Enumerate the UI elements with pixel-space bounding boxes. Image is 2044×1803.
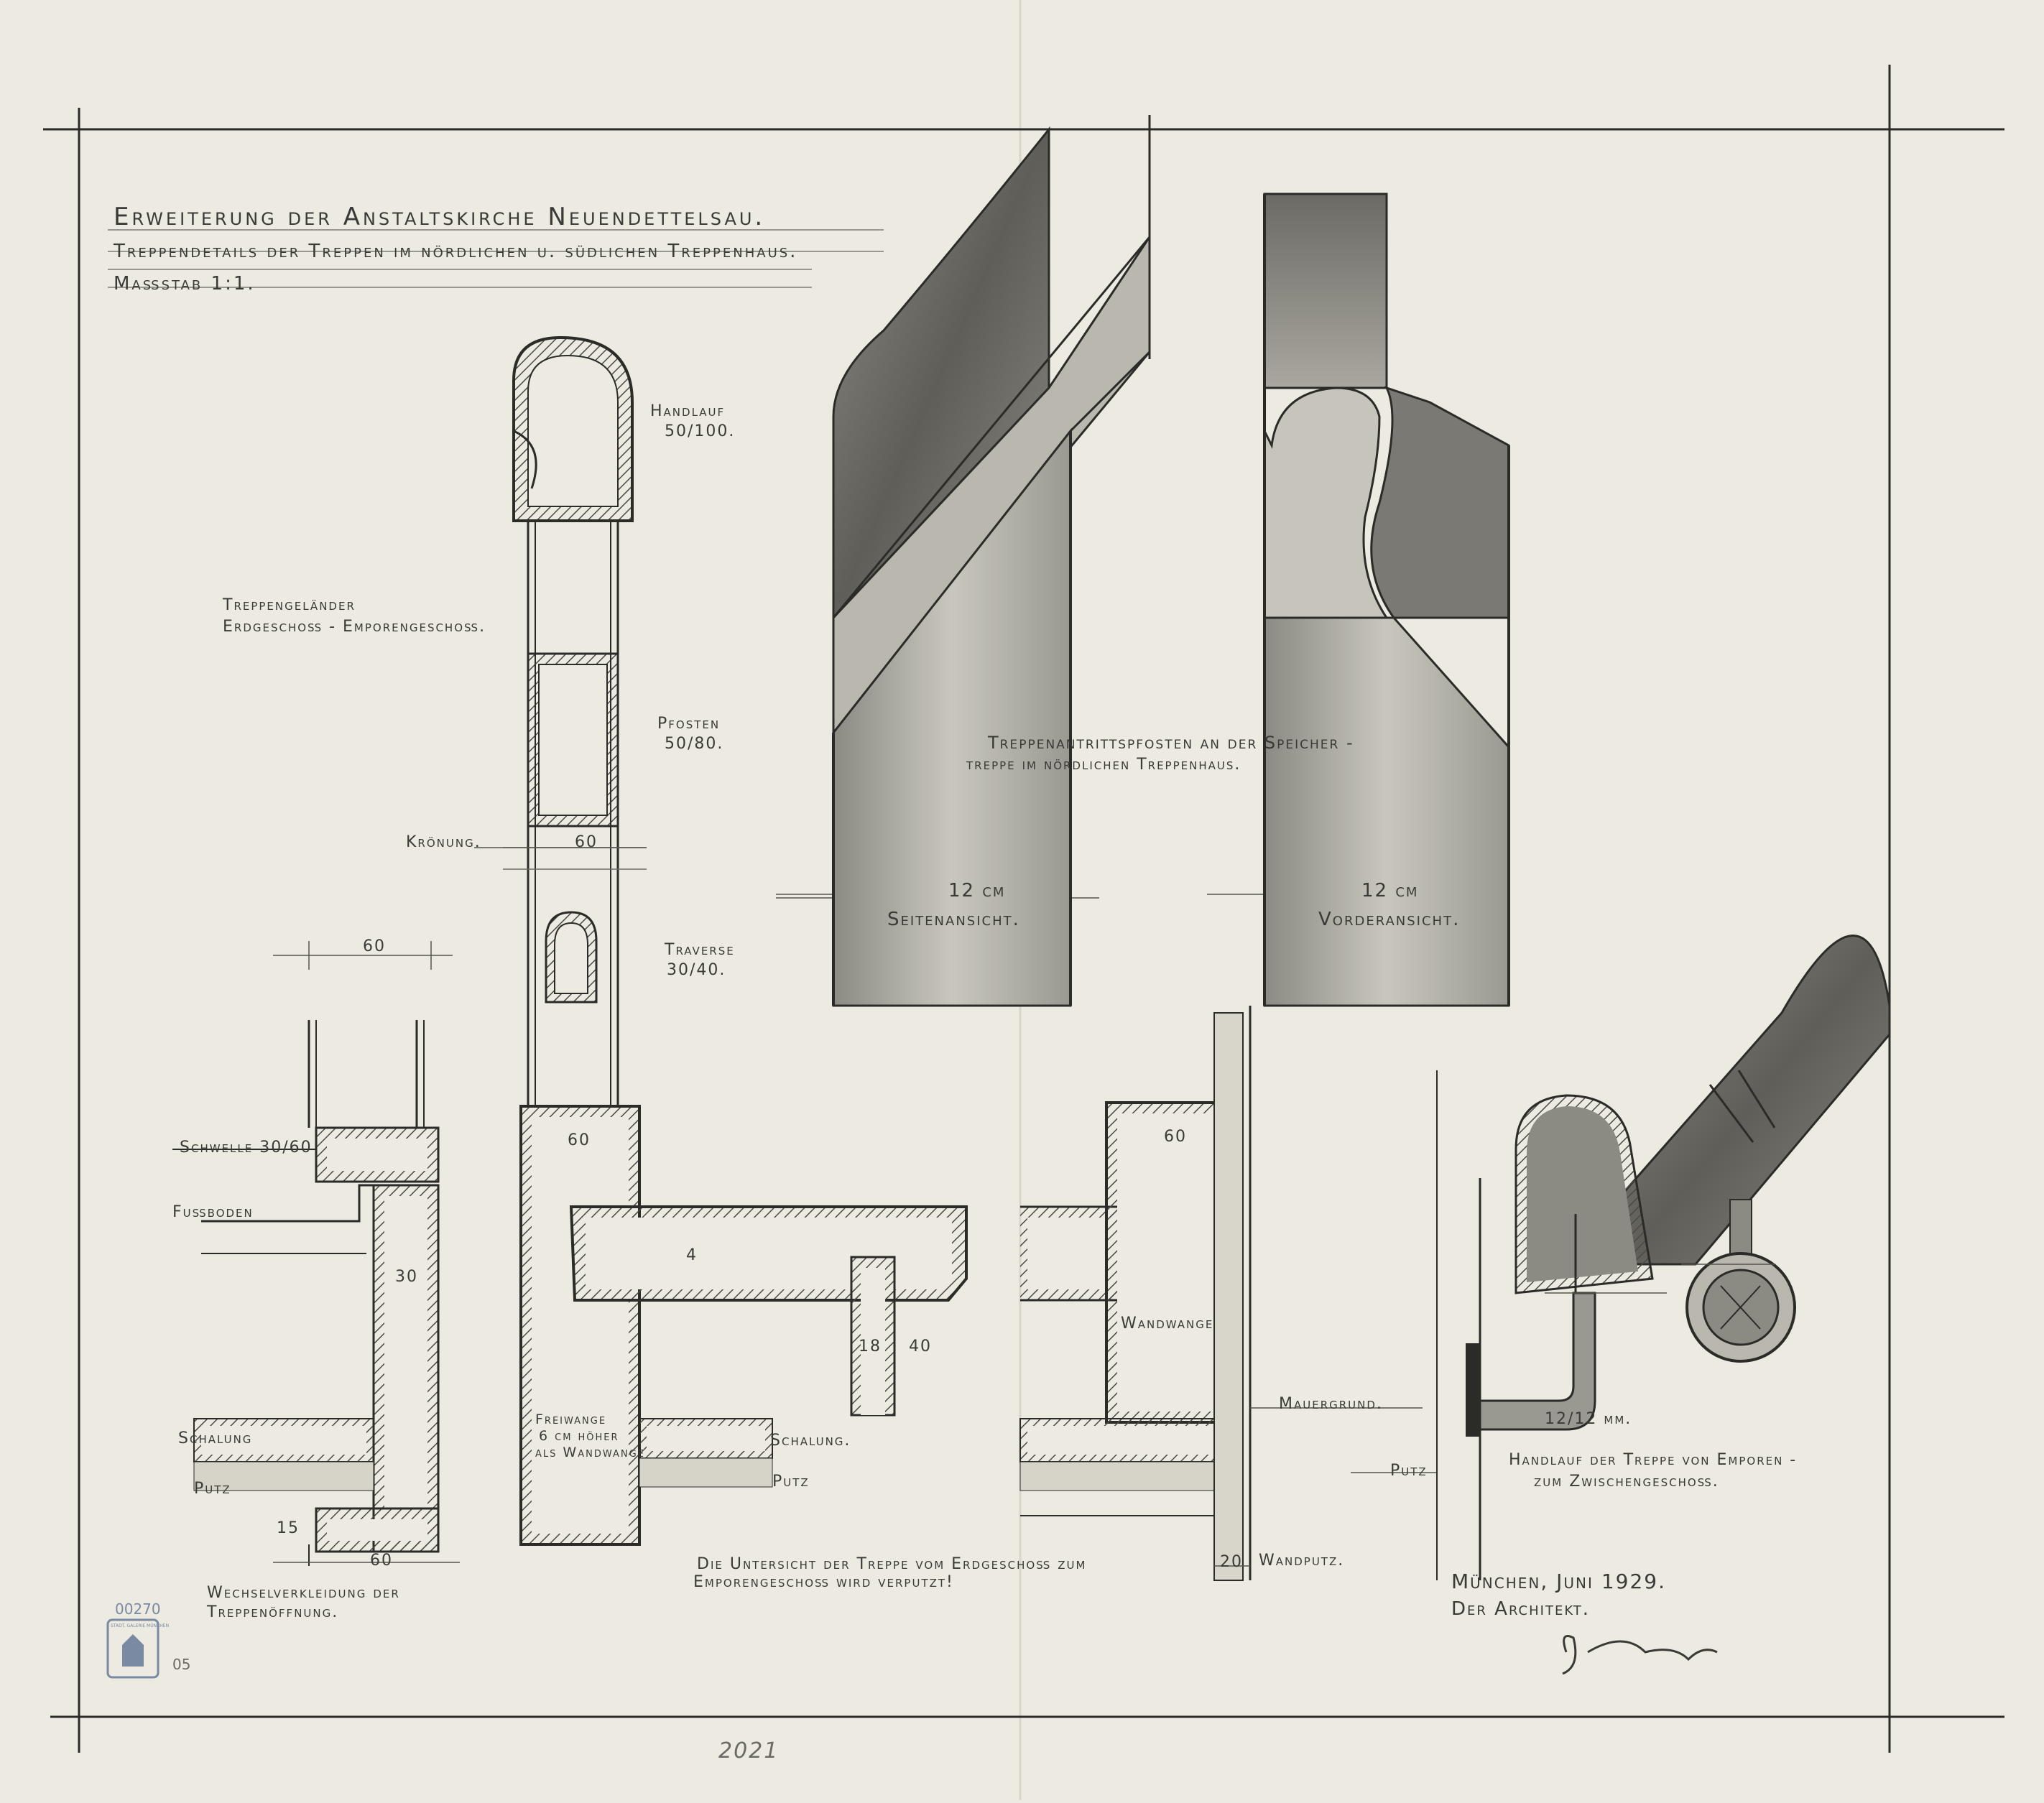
label-handlauf-dim: 50/100. <box>665 422 736 440</box>
label-putz-right: Putz <box>1390 1462 1428 1480</box>
label-architect: Der Architekt. <box>1451 1598 1591 1620</box>
dim-4: 4 <box>686 1246 698 1264</box>
dim-20: 20 <box>1220 1553 1243 1571</box>
dim-60-bottom: 60 <box>370 1552 393 1570</box>
label-handlauf-empore-1: Handlauf der Treppe von Emporen - <box>1509 1451 1798 1469</box>
label-freiwange-1: Freiwange <box>535 1412 607 1427</box>
sheet-number: 05 <box>172 1656 191 1673</box>
dim-60-post: 60 <box>575 833 598 851</box>
railing-post-section <box>503 335 647 1106</box>
label-treppengelaender-2: Erdgeschoß - Emporengeschoß. <box>223 618 486 636</box>
vorderansicht-view <box>1263 193 1510 1007</box>
dim-12cm-b: 12 cm <box>1361 880 1419 902</box>
handlauf-detail <box>1436 935 1891 1580</box>
label-traverse: Traverse <box>665 941 735 959</box>
label-schwelle: Schwelle 30/60 <box>180 1139 313 1157</box>
label-schalung-left: Schalung <box>178 1429 253 1447</box>
dim-15: 15 <box>277 1519 300 1537</box>
title-line2: Treppendetails der Treppen im nördlichen… <box>114 241 798 262</box>
label-kroenung: Krönung. <box>406 833 481 851</box>
title-guidelines <box>108 229 884 288</box>
title-line1: Erweiterung der Anstaltskirche Neuendett… <box>114 203 766 231</box>
pencil-note: 2021 <box>718 1738 780 1763</box>
label-antrittspfosten-2: treppe im nördlichen Treppenhaus. <box>966 756 1241 774</box>
dim-12cm-a: 12 cm <box>948 880 1006 902</box>
label-wandwange: Wandwange <box>1121 1315 1214 1332</box>
label-traverse-dim: 30/40. <box>667 961 726 979</box>
label-freiwange-3: als Wandwange <box>535 1445 645 1460</box>
label-putz-mid: Putz <box>772 1473 810 1491</box>
label-pfosten-dim: 50/80. <box>665 735 724 753</box>
label-pfosten: Pfosten <box>657 715 721 733</box>
label-handlauf-empore-2: zum Zwischengeschoß. <box>1534 1473 1719 1491</box>
stamp-text: STADT. GALERIE MÜNCHEN <box>111 1623 170 1628</box>
dim-60-top: 60 <box>363 937 386 955</box>
label-unterseite-2: Emporengeschoß wird verputzt! <box>693 1573 954 1591</box>
label-freiwange-2: 6 cm höher <box>539 1428 619 1444</box>
label-fussboden: Fußboden <box>172 1203 254 1221</box>
label-vorderansicht: Vorderansicht. <box>1318 909 1461 930</box>
label-mauergrund: Mauergrund. <box>1279 1395 1383 1413</box>
label-wandputz: Wandputz. <box>1259 1552 1345 1570</box>
dim-60-freiwange: 60 <box>568 1131 591 1149</box>
label-putz-left: Putz <box>194 1480 231 1498</box>
inventory-number: 00270 <box>115 1600 161 1618</box>
label-treppengelaender-1: Treppengeländer <box>223 596 356 614</box>
dim-18: 18 <box>859 1338 882 1355</box>
title-scale: Maßstab 1:1. <box>114 273 256 295</box>
label-seitenansicht: Seitenansicht. <box>887 909 1020 930</box>
label-unterseite-1: Die Untersicht der Treppe vom Erdgeschoß… <box>697 1555 1087 1573</box>
label-date: München, Juni 1929. <box>1451 1570 1666 1593</box>
label-antrittspfosten-1: Treppenantrittspfosten an der Speicher - <box>988 733 1354 753</box>
dim-40: 40 <box>909 1338 932 1355</box>
label-handlauf: Handlauf <box>650 402 726 420</box>
dim-30: 30 <box>395 1268 418 1286</box>
museum-stamp <box>106 1618 159 1679</box>
label-schalung-mid: Schalung. <box>770 1432 851 1450</box>
dim-60-wand: 60 <box>1164 1128 1187 1146</box>
dim-12-12: 12/12 mm. <box>1545 1410 1632 1428</box>
label-wechsel-1: Wechselverkleidung der <box>207 1584 400 1602</box>
label-wechsel-2: Treppenöffnung. <box>207 1603 339 1621</box>
seitenansicht-view <box>832 115 1151 1007</box>
signature <box>1562 1635 1718 1675</box>
stair-section <box>172 1006 1252 1581</box>
